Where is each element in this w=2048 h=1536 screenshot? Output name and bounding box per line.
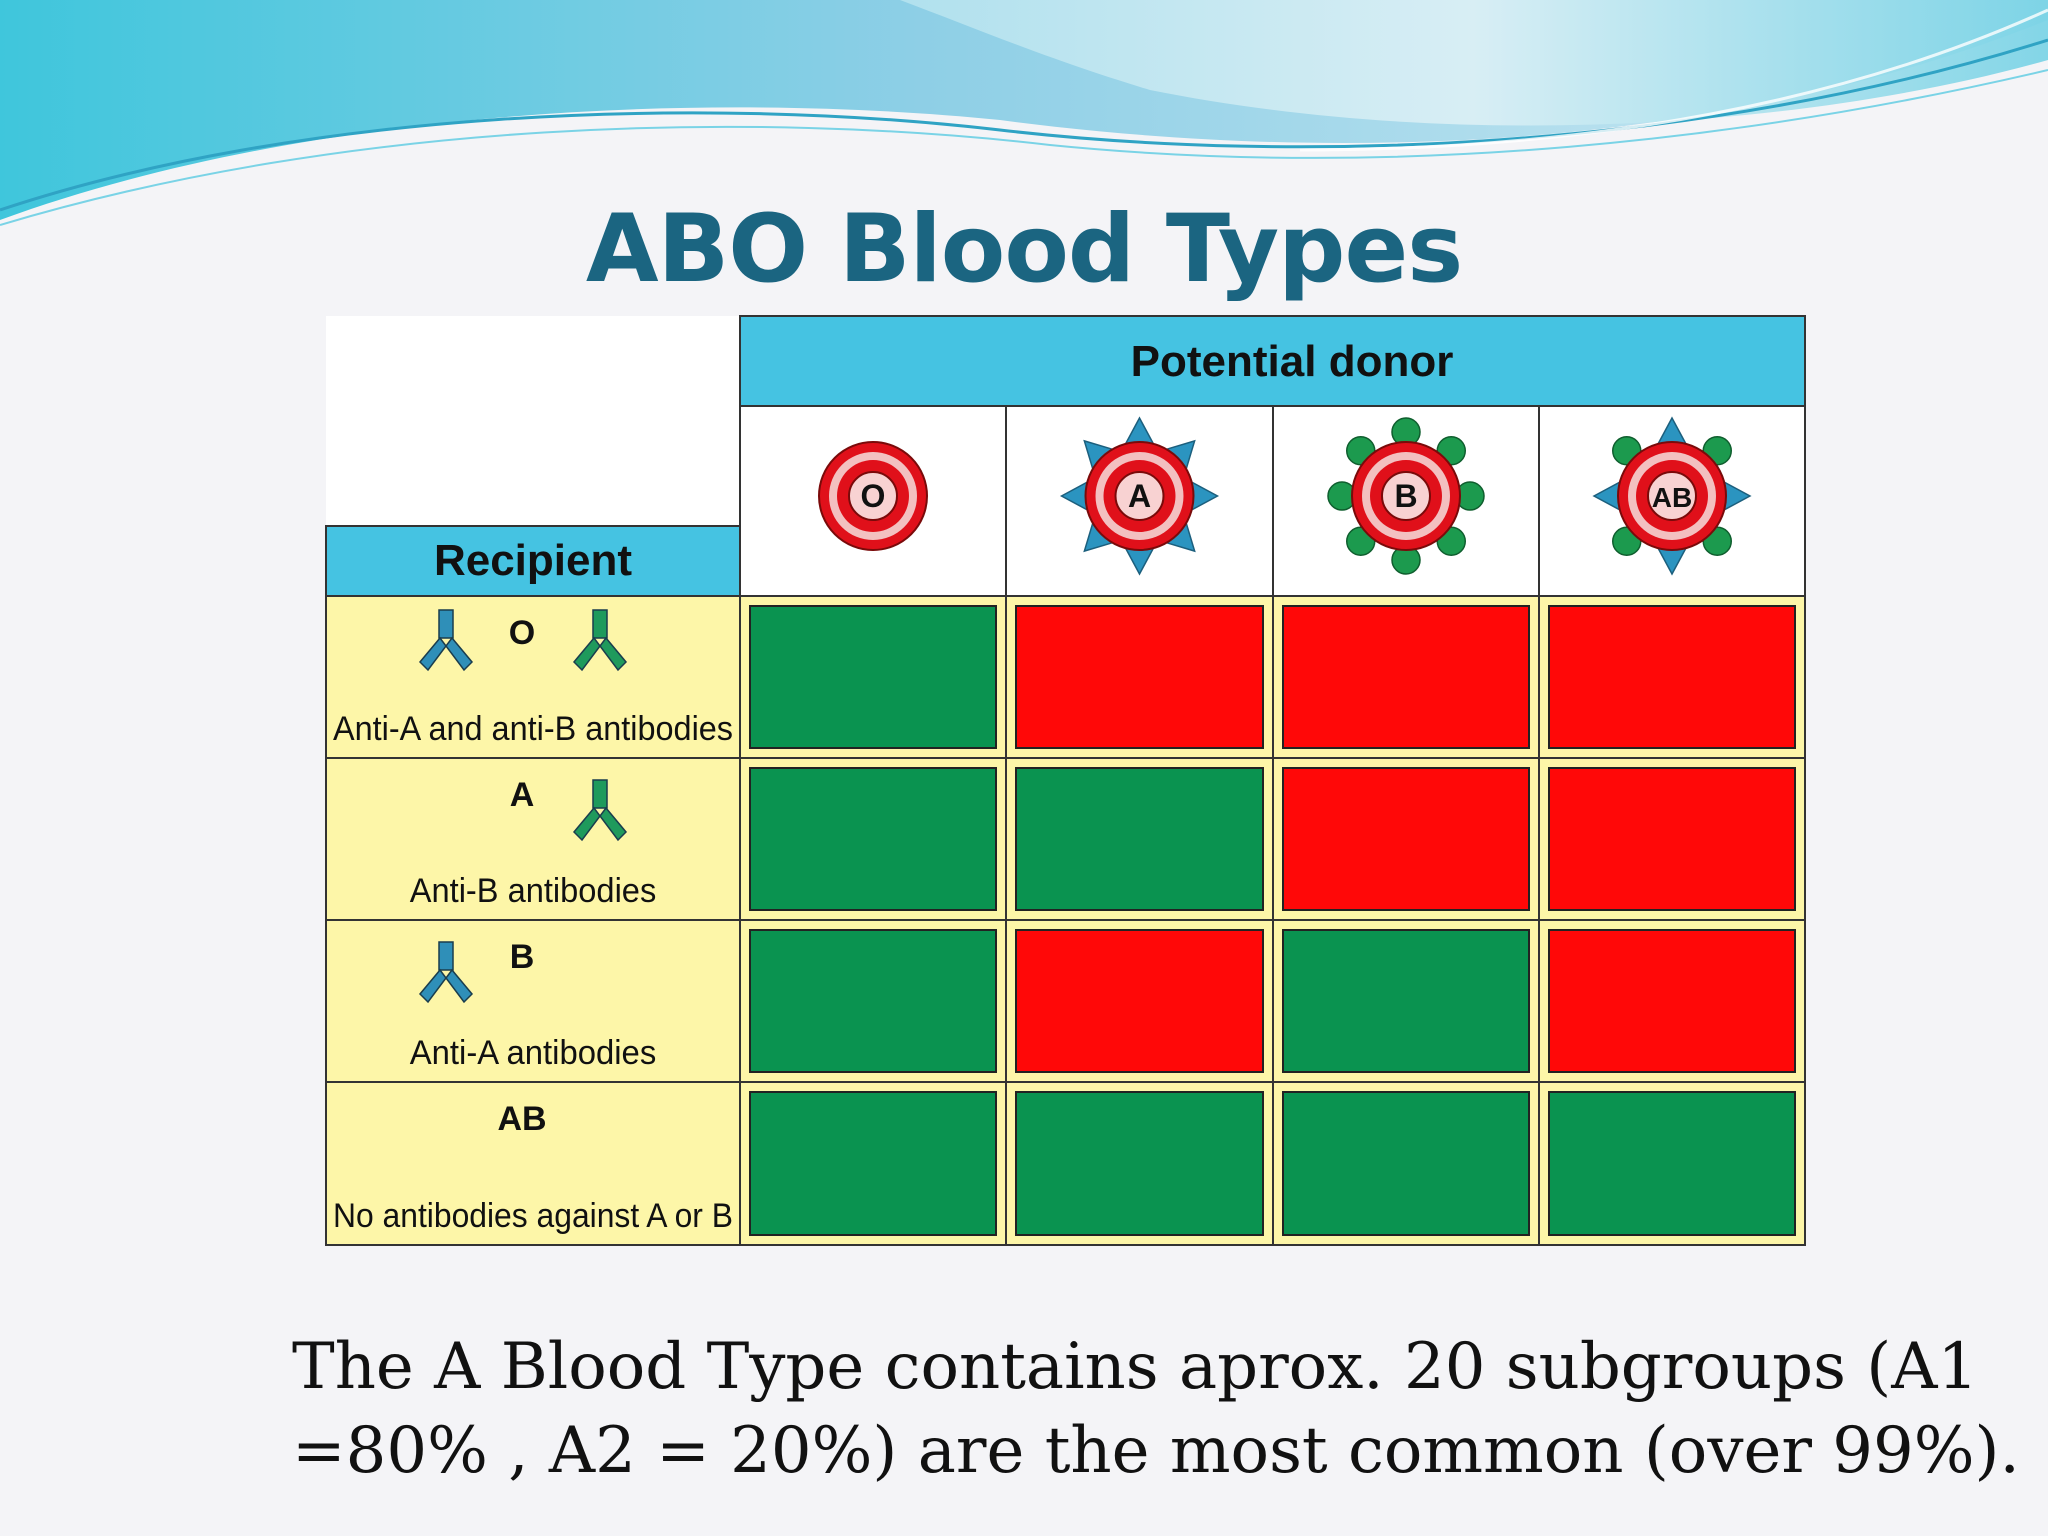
donor-header-label: Potential donor bbox=[1131, 337, 1454, 386]
compat-b-from-ab-incompatible bbox=[1548, 929, 1796, 1073]
recipient-type-b: B bbox=[510, 938, 535, 976]
compat-o-from-ab-incompatible bbox=[1548, 605, 1796, 749]
compat-ab-from-ab-compatible bbox=[1548, 1091, 1796, 1236]
recipient-type-ab: AB bbox=[497, 1100, 546, 1138]
anti-b-antibody-icon bbox=[572, 609, 628, 672]
compat-ab-from-b-compatible bbox=[1282, 1091, 1530, 1236]
recipient-cell-b bbox=[325, 919, 741, 1083]
compat-a-from-o-compatible bbox=[749, 767, 997, 911]
compat-a-from-a-compatible bbox=[1015, 767, 1264, 911]
donor-label-ab: AB bbox=[1652, 482, 1692, 513]
compat-b-from-a-incompatible bbox=[1015, 929, 1264, 1073]
anti-a-antibody-icon bbox=[418, 609, 474, 672]
compat-b-from-b-compatible bbox=[1282, 929, 1530, 1073]
compat-a-from-ab-incompatible bbox=[1548, 767, 1796, 911]
donor-label-b: B bbox=[1394, 478, 1417, 514]
recipient-type-o: O bbox=[509, 614, 535, 652]
red-blood-cell-ab-icon: AB bbox=[1592, 416, 1752, 576]
header-wave-decoration bbox=[0, 0, 2048, 226]
compat-o-from-a-incompatible bbox=[1015, 605, 1264, 749]
red-blood-cell-o-icon: O bbox=[818, 441, 928, 551]
recipient-cell-o bbox=[325, 595, 741, 759]
recipient-type-a: A bbox=[510, 776, 535, 814]
donor-label-a: A bbox=[1128, 478, 1151, 514]
recipient-antibodies-ab: No antibodies against A or B bbox=[333, 1197, 733, 1235]
recipient-antibodies-a: Anti-B antibodies bbox=[410, 872, 657, 910]
recipient-antibodies-b: Anti-A antibodies bbox=[410, 1034, 657, 1072]
red-blood-cell-a-icon: A bbox=[1059, 416, 1220, 576]
compat-o-from-o-compatible bbox=[749, 605, 997, 749]
caption-text: The A Blood Type contains aprox. 20 subg… bbox=[292, 1325, 2020, 1493]
donor-label-o: O bbox=[861, 478, 886, 514]
compat-b-from-o-compatible bbox=[749, 929, 997, 1073]
compat-ab-from-o-compatible bbox=[749, 1091, 997, 1236]
recipient-cell-a bbox=[325, 757, 741, 921]
red-blood-cell-b-icon: B bbox=[1327, 417, 1485, 575]
anti-b-antibody-icon bbox=[572, 779, 628, 842]
donor-header-bar bbox=[739, 315, 1806, 407]
recipient-header-label: Recipient bbox=[434, 536, 632, 585]
recipient-corner-blank bbox=[326, 316, 740, 526]
slide-title: ABO Blood Types bbox=[585, 195, 1463, 304]
compat-a-from-b-incompatible bbox=[1282, 767, 1530, 911]
compat-o-from-b-incompatible bbox=[1282, 605, 1530, 749]
recipient-antibodies-o: Anti-A and anti-B antibodies bbox=[333, 710, 733, 748]
anti-a-antibody-icon bbox=[418, 941, 474, 1004]
caption-line-1: The A Blood Type contains aprox. 20 subg… bbox=[292, 1330, 1979, 1404]
compat-ab-from-a-compatible bbox=[1015, 1091, 1264, 1236]
caption-line-2: =80% , A2 = 20%) are the most common (ov… bbox=[292, 1414, 2020, 1488]
